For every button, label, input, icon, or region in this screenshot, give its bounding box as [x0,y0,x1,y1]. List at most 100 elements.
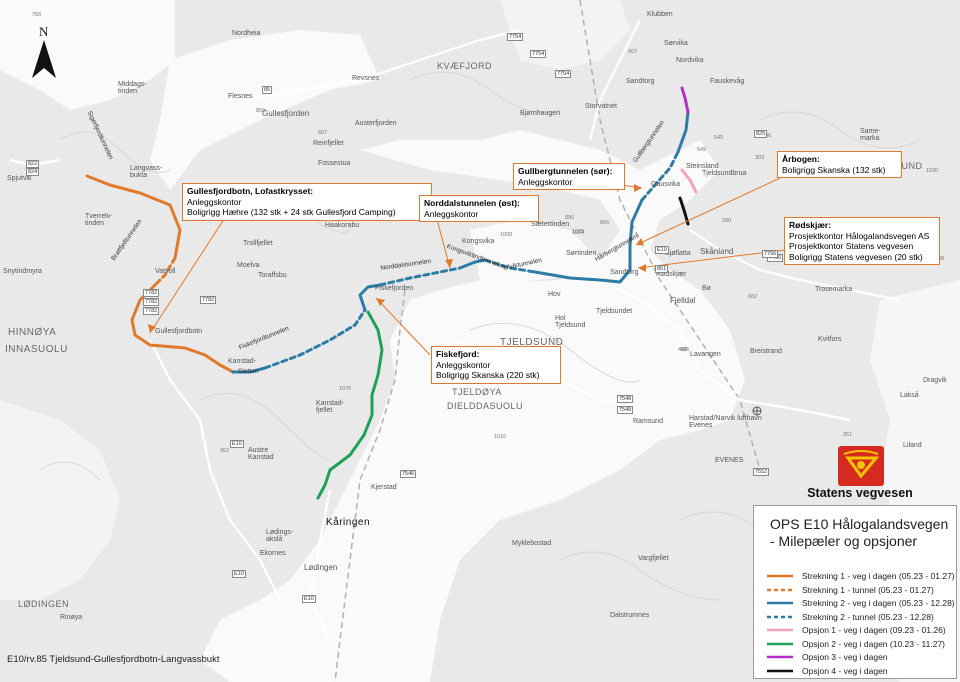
callout-line: Prosjektkontor Hålogalandsvegen AS [789,230,930,241]
place-label: Hol Tjeldsund [555,315,586,330]
place-label: Rødskjær [656,271,687,278]
road-number-shield: 7782 [143,298,160,306]
place-label: Spjutvik [7,175,32,182]
route-strekning2-road [533,268,632,284]
place-label: INNASUOLU [5,344,68,355]
place-label: Austre Kanstad [248,447,274,462]
road-number-shield: 7756 [762,250,779,258]
place-label: Same- marka [860,128,881,143]
elevation-label: 303 [755,155,765,161]
place-label: Sørtinden [566,250,597,257]
legend-item: Opsjon 4 - veg i dagen [766,665,888,677]
elevation-label: 1076 [339,386,352,392]
place-label: Kongsvika [462,238,495,245]
place-label: Skånland [700,247,734,256]
north-arrow-icon [32,40,56,78]
place-label: Tjeldsundet [596,308,633,315]
elevation-label: 498 [678,347,688,353]
road-number-shield: E10 [302,595,316,603]
callout-line: Prosjektkontor Statens vegvesen [789,241,914,251]
legend-swatch-icon [767,574,793,578]
route-opsjon1 [680,168,698,194]
callout-line: Boligrigg Hæhre (132 stk + 24 stk Gulles… [187,207,396,217]
callout-title: Norddalstunnelen (øst): [424,198,520,208]
callout-title: Årbogen: [782,154,820,164]
legend-swatch-icon [767,669,793,672]
legend-swatch-icon [767,601,793,605]
place-label: Bjørnhaugen [520,110,561,117]
elevation-label: 496 [680,347,690,353]
place-label: Nordvika [676,57,704,64]
place-label: Ramsund [633,418,663,425]
road-number-shield: 7754 [507,33,524,41]
legend-label: Strekning 2 - tunnel (05.23 - 12.28) [802,611,934,622]
place-label: Bø [702,285,711,292]
place-label: Lakså [900,392,919,399]
place-label: Middags- tinden [118,81,147,96]
route-strekning2-road [231,366,267,374]
tunnel-label: Sletten [238,368,259,375]
elevation-label: 952 [220,448,230,454]
place-label: Trollfjellet [243,240,273,247]
road-number-shield: 85 [262,86,273,94]
place-label: Flesnes [228,93,253,100]
legend-label: Opsjon 1 - veg i dagen (09.23 - 01.26) [802,625,946,635]
place-label: Dragvik [923,377,947,384]
place-label: Tverrelv- tinden [85,213,113,228]
callout-line: Anleggskontor [518,176,573,187]
elevation-label: 1010 [494,434,507,440]
road-number-shield: 7782 [143,307,160,315]
callout-title: Gullbergtunnelen (sør): [518,166,613,176]
place-label: Ekornes [260,550,286,557]
elevation-label: 866 [600,220,610,226]
route-opsjon3 [680,86,690,114]
place-label: Reinfjellet [313,140,344,147]
elevation-label: 607 [318,130,328,136]
place-label: Toraffsbu [258,272,287,279]
route-strekning2-tunnel [640,150,680,202]
place-label: TJELDSUND [500,337,564,348]
callout-title: Rødskjær: [789,220,832,230]
place-label: Revsnes [352,75,380,82]
place-label: LØDINGEN [18,599,70,609]
road-number-shield: 7548 [617,406,634,414]
elevation-label: 766 [32,12,42,18]
place-label: Tjeldsundbrua [702,170,747,177]
road-number-shield: 7754 [555,70,572,78]
place-label: Kåringen [326,517,371,528]
route-strekning2-road [628,198,644,272]
place-label: Lavangen [690,351,721,358]
place-label: Sandtorg [626,78,655,85]
elevation-label: 290 [722,218,732,224]
legend-label: Opsjon 4 - veg i dagen [802,665,888,676]
north-arrow: N [28,24,60,80]
callout-line: Anleggskontor [436,359,491,370]
route-strekning2-tunnel [378,266,462,287]
road-number-shield: E10 [655,246,669,254]
place-label: Sørvika [664,40,688,47]
legend-label: Opsjon 3 - veg i dagen [802,652,888,662]
place-label: HINNØYA [8,327,57,338]
elevation-label: 545 [714,135,724,141]
place-label: Fossestua [318,160,351,167]
route-opsjon2 [316,310,384,500]
municipality-border [334,289,406,682]
place-label: Myklebostad [512,540,552,547]
legend-item: Strekning 2 - tunnel (05.23 - 12.28) [766,611,934,623]
callout-line: Boligrigg Skanska (220 stk) [436,370,540,380]
callout-line: Anleggskontor [424,208,479,219]
place-label: Kvitfors [818,336,842,343]
route-strekning2-road [458,258,487,270]
place-label: Harstad/Narvik lufthavn Evenes [689,415,762,430]
road-number-shield: 824 [26,168,40,176]
legend-item: Opsjon 3 - veg i dagen [766,651,888,663]
place-label: Fjelldal [670,296,696,305]
place-label: Vatvoll [155,268,176,275]
minor-roads [9,19,901,641]
callout-norddalstunnelen: Norddalstunnelen (øst): Anleggskontor [419,195,539,222]
elevation-label: 682 [748,294,758,300]
elevation-label: 549 [697,147,707,153]
place-label: Snytindmyra [3,268,42,275]
callout-line: Boligrigg Statens vegvesen (20 stk) [789,251,923,262]
place-label: Kanstad- fjellet [316,400,345,415]
